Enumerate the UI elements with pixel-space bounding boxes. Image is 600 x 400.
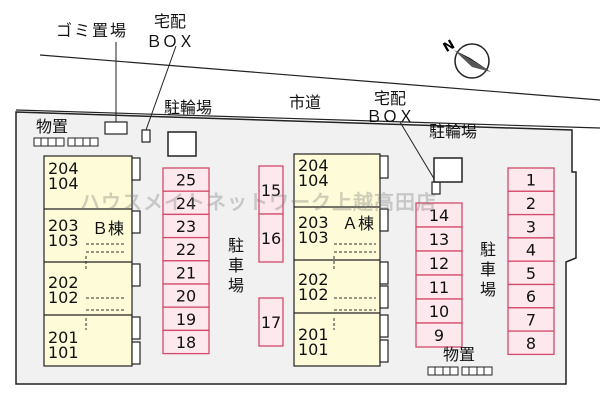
parking-slot-24: 24 <box>162 190 210 216</box>
storage-left-label: 物置 <box>36 117 69 136</box>
parking-slot-20: 20 <box>162 283 210 308</box>
parking-slot-15: 15 <box>258 165 284 215</box>
parking-slot-18-label: 18 <box>176 333 196 352</box>
parking-slot-12-label: 12 <box>429 254 449 273</box>
unit-a-202-102: 202 102 <box>298 270 329 304</box>
parking-slot-16: 16 <box>258 213 284 263</box>
delivery-box-right-label: 宅配 ＢＯＸ <box>366 89 415 126</box>
parking-slot-13-label: 13 <box>429 230 449 249</box>
parking-middle-label: 駐車場 <box>227 236 244 295</box>
compass-icon: N <box>441 37 491 79</box>
building-a <box>293 153 389 367</box>
parking-slot-7: 7 <box>507 307 555 332</box>
road-edge-top <box>39 54 600 101</box>
parking-slot-19: 19 <box>162 306 210 332</box>
parking-slot-3: 3 <box>507 213 555 239</box>
parking-slot-13: 13 <box>415 226 463 252</box>
parking-slot-9-label: 9 <box>434 326 444 345</box>
parking-slot-1-label: 1 <box>526 171 536 190</box>
parking-slot-18: 18 <box>162 329 210 355</box>
watermark: ハウスメイトネットワーク上越高田店 <box>80 190 437 214</box>
parking-slot-14: 14 <box>415 202 463 228</box>
parking-slot-1: 1 <box>507 167 555 192</box>
parking-slot-20-label: 20 <box>176 287 196 306</box>
building-b <box>43 155 141 367</box>
parking-layer: 2524232221201918151617141312111091234567… <box>162 165 555 356</box>
unit-a-204-104: 204 104 <box>298 156 329 190</box>
parking-slot-5-label: 5 <box>526 264 536 283</box>
parking-slot-14-label: 14 <box>429 206 449 225</box>
garbage-label: ゴミ置場 <box>56 21 129 40</box>
delivery-box-left-label: 宅配 ＢＯＸ <box>146 12 195 51</box>
parking-slot-21: 21 <box>162 260 210 285</box>
parking-slot-17: 17 <box>258 297 284 347</box>
parking-slot-25: 25 <box>162 167 210 192</box>
parking-slot-24-label: 24 <box>176 194 196 213</box>
storage-left <box>33 137 99 147</box>
parking-slot-12: 12 <box>415 250 463 276</box>
bike-right-label: 駐輪場 <box>429 122 478 141</box>
parking-slot-9: 9 <box>415 322 463 348</box>
parking-slot-16-label: 16 <box>261 229 281 248</box>
parking-slot-15-label: 15 <box>261 181 281 200</box>
parking-slot-21-label: 21 <box>176 263 196 282</box>
parking-slot-23-label: 23 <box>176 217 196 236</box>
bike-shed-right <box>433 157 463 183</box>
parking-slot-2: 2 <box>507 190 555 216</box>
unit-a-201-101: 201 101 <box>298 325 329 359</box>
parking-slot-8-label: 8 <box>526 334 536 353</box>
parking-slot-11: 11 <box>415 274 463 300</box>
parking-slot-22-label: 22 <box>176 240 196 259</box>
parking-slot-10: 10 <box>415 298 463 324</box>
parking-slot-11-label: 11 <box>429 278 449 297</box>
parking-slot-2-label: 2 <box>526 194 536 213</box>
compass-label: N <box>441 37 458 55</box>
parking-slot-25-label: 25 <box>176 171 196 190</box>
parking-slot-7-label: 7 <box>526 310 536 329</box>
road-edge-bottom <box>15 109 600 129</box>
storage-right <box>427 366 493 376</box>
unit-a-203-103: 203 103 <box>298 213 329 247</box>
parking-slot-6: 6 <box>507 283 555 309</box>
parking-slot-23: 23 <box>162 213 210 239</box>
unit-b-201-101: 201 101 <box>48 328 79 362</box>
delivery-box-left <box>141 129 151 143</box>
building-b-label: Ｂ棟 <box>92 219 125 238</box>
unit-b-202-102: 202 102 <box>48 273 79 307</box>
parking-slot-4: 4 <box>507 237 555 262</box>
unit-b-203-103: 203 103 <box>48 216 79 250</box>
unit-b-204-104: 204 104 <box>48 159 79 193</box>
garbage-station <box>104 121 128 135</box>
parking-slot-6-label: 6 <box>526 287 536 306</box>
bike-left-label: 駐輪場 <box>164 98 213 117</box>
parking-slot-19-label: 19 <box>176 310 196 329</box>
storage-right-label: 物置 <box>443 345 476 364</box>
parking-slot-4-label: 4 <box>526 241 536 260</box>
parking-right-label: 駐車場 <box>479 240 496 299</box>
bike-shed-left <box>167 131 197 157</box>
parking-slot-10-label: 10 <box>429 302 449 321</box>
parking-slot-17-label: 17 <box>261 313 281 332</box>
parking-slot-8: 8 <box>507 330 555 356</box>
parking-slot-22: 22 <box>162 236 210 262</box>
parking-slot-3-label: 3 <box>526 217 536 236</box>
building-a-label: Ａ棟 <box>342 214 375 233</box>
road-label: 市道 <box>289 93 322 112</box>
parking-slot-5: 5 <box>507 260 555 286</box>
